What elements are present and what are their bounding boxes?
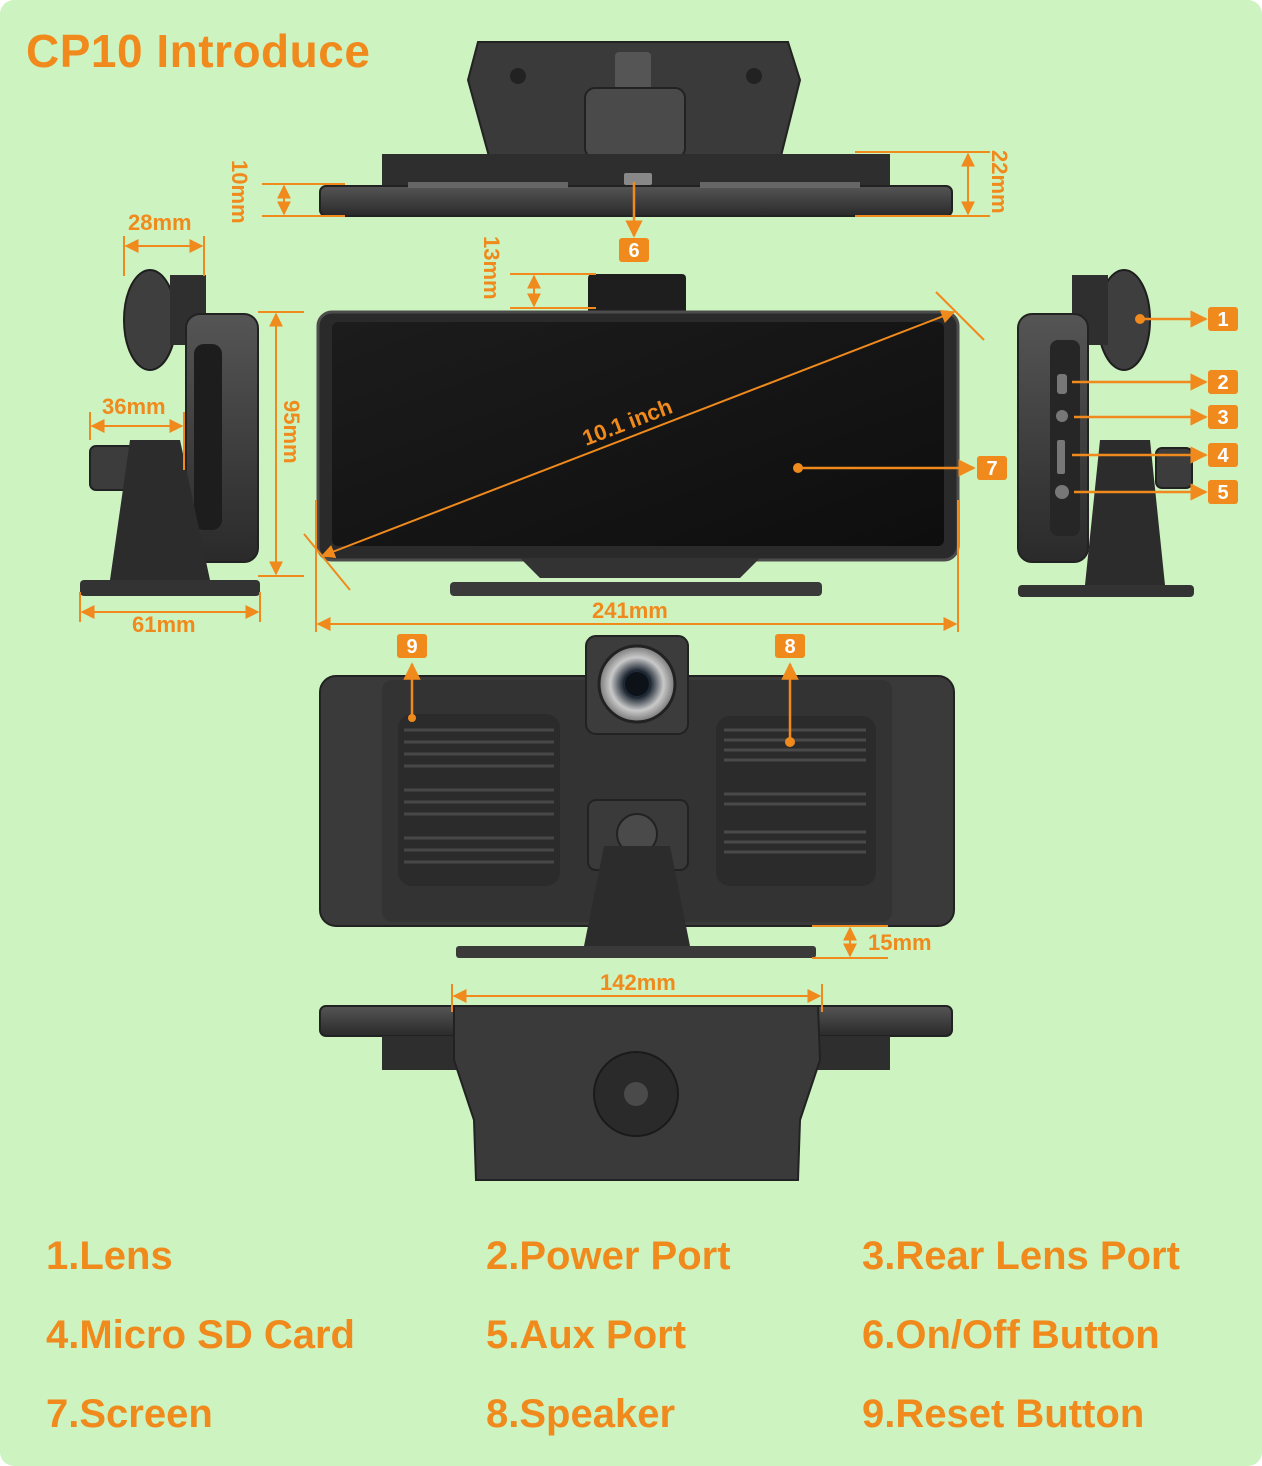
top-view: [319, 41, 953, 217]
badge-7: 7: [977, 456, 1007, 480]
speaker-callout-dot: [785, 737, 795, 747]
badge-3: 3: [1208, 405, 1238, 429]
legend-item-speaker: 8.Speaker: [486, 1392, 676, 1436]
power-port: [1057, 374, 1067, 394]
badge-1: 1: [1208, 307, 1238, 331]
badge-4: 4: [1208, 443, 1238, 467]
suction-cup-left: [123, 269, 177, 371]
rear-lens-port: [1056, 410, 1068, 422]
legend-item-power-port: 2.Power Port: [486, 1234, 731, 1278]
right-side-view: [1017, 269, 1194, 597]
stand-base-left: [80, 580, 260, 596]
dim-top-depth: 22mm: [987, 150, 1012, 214]
svg-text:9: 9: [406, 636, 417, 658]
dim-base-thickness: 15mm: [868, 930, 932, 955]
page-title: CP10 Introduce: [26, 25, 371, 77]
top-mount-knob: [615, 52, 651, 92]
back-view: [319, 635, 955, 958]
dim-top-thickness: 10mm: [227, 160, 252, 224]
badge-2: 2: [1208, 370, 1238, 394]
legend-item-rear-lens-port: 3.Rear Lens Port: [862, 1234, 1180, 1278]
device-diagram: 10mm 22mm 28mm 13mm 36mm 95mm 61mm 10.1 …: [79, 41, 1238, 1181]
badge-5: 5: [1208, 480, 1238, 504]
side-grille-left: [194, 344, 222, 530]
stand-right: [1085, 440, 1165, 585]
dim-mount-height: 13mm: [479, 236, 504, 300]
screw-hole: [746, 68, 762, 84]
fin-lines-left: [404, 728, 554, 864]
svg-text:1: 1: [1217, 309, 1228, 331]
screen-callout-dot: [793, 463, 803, 473]
legend-item-micro-sd-card: 4.Micro SD Card: [46, 1313, 355, 1357]
lens-callout-dot: [1135, 314, 1145, 324]
stand-base-right: [1018, 585, 1194, 597]
front-chin: [520, 558, 760, 578]
vent-strip: [408, 182, 568, 188]
svg-text:4: 4: [1217, 445, 1229, 467]
svg-text:8: 8: [784, 636, 795, 658]
legend-item-on-off-button: 6.On/Off Button: [862, 1313, 1160, 1357]
stand-base-back: [456, 946, 816, 958]
front-camera-mount: [588, 274, 686, 314]
badge-9: 9: [397, 634, 427, 658]
svg-text:6: 6: [628, 240, 639, 262]
svg-text:5: 5: [1217, 482, 1228, 504]
bottom-view: [319, 1005, 953, 1181]
badge-8: 8: [775, 634, 805, 658]
dim-height: 95mm: [279, 400, 304, 464]
svg-text:2: 2: [1217, 372, 1228, 394]
stand-back: [584, 846, 690, 946]
legend-item-screen: 7.Screen: [46, 1392, 213, 1436]
top-body: [382, 154, 890, 186]
speaker-lines: [724, 728, 866, 854]
stand-knob-right: [1155, 447, 1193, 489]
front-base: [450, 582, 822, 596]
left-side-view: [80, 269, 260, 596]
dim-mount-width: 142mm: [600, 970, 676, 995]
badge-6: 6: [619, 238, 649, 262]
screw-hole: [510, 68, 526, 84]
svg-text:3: 3: [1217, 407, 1228, 429]
bottom-mount-screw: [624, 1082, 648, 1106]
dimension-lines: [79, 151, 990, 1012]
vent-strip: [700, 182, 860, 188]
port-panel: [1050, 340, 1080, 536]
rear-camera-lens-center: [625, 672, 649, 696]
back-fins-left: [398, 714, 560, 886]
aux-port: [1055, 485, 1069, 499]
reset-callout-dot: [408, 714, 416, 722]
svg-text:7: 7: [986, 458, 997, 480]
power-button: [624, 173, 652, 185]
legend-item-reset-button: 9.Reset Button: [862, 1392, 1145, 1436]
stand-left: [110, 440, 210, 580]
legend-item-aux-port: 5.Aux Port: [486, 1313, 687, 1357]
dim-side-stand-depth: 36mm: [102, 394, 166, 419]
dim-side-depth-top: 28mm: [128, 210, 192, 235]
top-frame: [319, 185, 953, 217]
micro-sd-slot: [1057, 440, 1065, 474]
legend-item-lens: 1.Lens: [46, 1234, 173, 1278]
dim-width: 241mm: [592, 598, 668, 623]
callout-lines: [403, 182, 1208, 740]
dim-base-depth: 61mm: [132, 612, 196, 637]
top-mount-joint: [584, 87, 686, 159]
